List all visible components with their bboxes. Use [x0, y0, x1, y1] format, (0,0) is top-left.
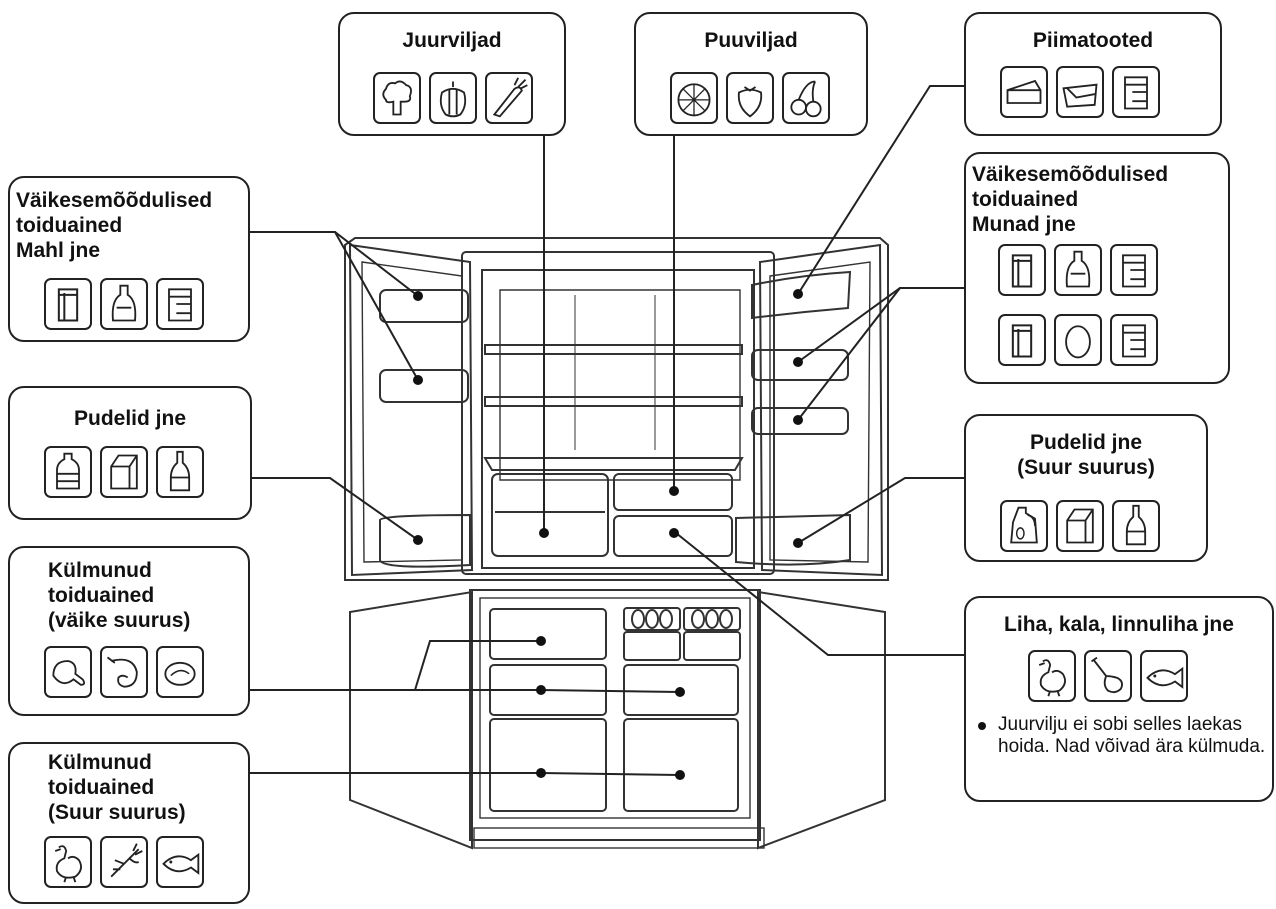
leader-bottles-large — [797, 477, 964, 544]
meat-title: Liha, kala, linnuliha jne — [1004, 613, 1234, 636]
chicken-leg-icon — [44, 646, 92, 698]
freezer-drawer-1 — [489, 608, 607, 660]
frozen-small-label-box: Külmunud toiduained (väike suurus) — [8, 546, 250, 716]
leader-small-juice-a — [250, 231, 419, 297]
frozen-small-title: Külmunud toiduained (väike suurus) — [48, 559, 191, 632]
leader-meat — [675, 532, 964, 656]
left-freezer-door — [349, 590, 473, 850]
small-juice-label-box: Väikesemõõdulised toiduained Mahl jne — [8, 176, 250, 342]
jug-icon — [1000, 500, 1048, 552]
pepper-icon — [429, 72, 477, 124]
cheese-icon — [1000, 66, 1048, 118]
dairy-title: Piimatooted — [1032, 29, 1154, 52]
can-icon — [44, 278, 92, 330]
jar-icon — [1110, 244, 1158, 296]
bullet-dot — [978, 722, 986, 730]
milk-carton-icon — [100, 446, 148, 498]
carrot-icon — [485, 72, 533, 124]
fish-steak-icon — [156, 646, 204, 698]
right-upper-door — [758, 243, 884, 577]
fruits-title: Puuviljad — [704, 29, 798, 52]
leader-small-juice-b — [250, 231, 419, 381]
vegetable-drawer — [491, 473, 609, 557]
milk-carton-icon — [1056, 500, 1104, 552]
fish-icon — [156, 836, 204, 888]
shrimp-icon — [100, 646, 148, 698]
meat-note-text: Juurvilju ei sobi selles laekas hoida. N… — [998, 714, 1266, 757]
leader-frozen-large — [250, 772, 681, 776]
vegetables-title: Juurviljad — [402, 29, 502, 52]
frozen-large-label-box: Külmunud toiduained (Suur suurus) — [8, 742, 250, 904]
cherry-icon — [782, 72, 830, 124]
wine-bottle-icon — [1112, 500, 1160, 552]
butter-icon — [1056, 66, 1104, 118]
freezer-drawer-4 — [489, 718, 607, 812]
water-bottle-icon — [44, 446, 92, 498]
chicken-icon — [44, 836, 92, 888]
leader-small-eggs-b — [797, 287, 964, 421]
frozen-large-title: Külmunud toiduained (Suur suurus) — [48, 751, 186, 824]
jar-icon — [156, 278, 204, 330]
jar-icon — [1112, 66, 1160, 118]
small-juice-title: Väikesemõõdulised toiduained Mahl jne — [16, 189, 213, 262]
meat-label-box: Liha, kala, linnuliha jne Juurvilju ei s… — [964, 596, 1274, 802]
left-upper-door — [348, 243, 474, 577]
freezer-drawer-3 — [623, 664, 739, 716]
shelf-3 — [483, 457, 744, 471]
egg-icon — [1054, 314, 1102, 366]
leader-dairy — [797, 85, 964, 295]
small-eggs-label-box: Väikesemõõdulised toiduained Munad jne — [964, 152, 1230, 384]
chicken-icon — [1028, 650, 1076, 702]
small-eggs-title: Väikesemõõdulised toiduained Munad jne — [972, 163, 1169, 236]
shelf-1 — [484, 344, 743, 355]
vegetables-label-box: Juurviljad — [338, 12, 566, 136]
orange-slice-icon — [670, 72, 718, 124]
dairy-label-box: Piimatooted — [964, 12, 1222, 136]
lobster-icon — [100, 836, 148, 888]
meat-leg-icon — [1084, 650, 1132, 702]
fish-icon — [1140, 650, 1188, 702]
shelf-2 — [484, 396, 743, 407]
bottles-large-label-box: Pudelid jne (Suur suurus) — [964, 414, 1208, 562]
meat-drawer — [613, 515, 733, 557]
bottles-large-title: Pudelid jne (Suur suurus) — [1017, 431, 1155, 479]
fridge-cabinet — [344, 237, 889, 581]
sauce-bottle-icon — [100, 278, 148, 330]
sauce-bottle-icon — [1054, 244, 1102, 296]
broccoli-icon — [373, 72, 421, 124]
strawberry-icon — [726, 72, 774, 124]
leader-frozen-small-b — [250, 689, 681, 693]
can-icon — [998, 244, 1046, 296]
right-freezer-door — [757, 590, 886, 850]
freezer-drawer-5 — [623, 718, 739, 812]
wine-bottle-icon — [156, 446, 204, 498]
can-icon — [998, 314, 1046, 366]
freezer-cabinet — [469, 589, 761, 841]
bottles-title: Pudelid jne — [73, 407, 186, 430]
fruits-label-box: Puuviljad — [634, 12, 868, 136]
bottles-label-box: Pudelid jne — [8, 386, 252, 520]
jar-icon — [1110, 314, 1158, 366]
leader-bottles — [252, 477, 419, 541]
